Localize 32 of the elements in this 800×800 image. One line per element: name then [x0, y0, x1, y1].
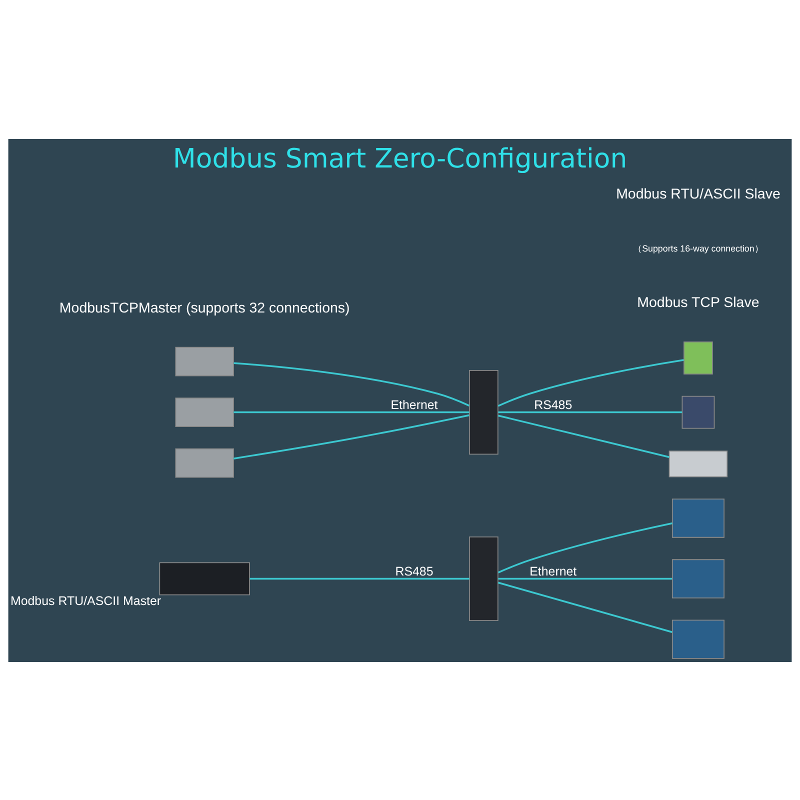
edge-label: RS485 [534, 397, 572, 412]
node-box [469, 536, 498, 621]
edge-label: Ethernet [530, 564, 577, 578]
connector [498, 358, 684, 406]
connector [498, 577, 672, 580]
label: （Supports 16-way connection） [633, 243, 764, 254]
node-box [668, 450, 728, 477]
node-box [672, 619, 724, 658]
edge-label: Ethernet [390, 397, 438, 412]
node-box [175, 448, 234, 478]
node-box [672, 498, 724, 538]
label: Modbus RTU/ASCII Slave [616, 186, 780, 202]
node-box [682, 395, 715, 428]
diagram-title: Modbus Smart Zero-Configuration [172, 142, 628, 174]
node-box [684, 341, 713, 374]
node-box [672, 558, 724, 598]
connector [234, 362, 470, 406]
node-box [159, 562, 250, 595]
node-box [175, 346, 234, 376]
connector [498, 522, 673, 573]
connector [498, 410, 682, 413]
connector [234, 410, 470, 413]
node-box [469, 370, 498, 454]
label: ModbusTCPMaster (supports 32 connections) [59, 300, 350, 316]
connector [498, 414, 670, 458]
connector [233, 414, 470, 459]
connector [250, 577, 470, 580]
node-label: Modbus RTU/ASCII Master [10, 593, 162, 608]
edge-label: RS485 [395, 564, 434, 578]
node-box [175, 397, 234, 426]
connector [498, 581, 672, 632]
label: Modbus TCP Slave [637, 294, 760, 311]
